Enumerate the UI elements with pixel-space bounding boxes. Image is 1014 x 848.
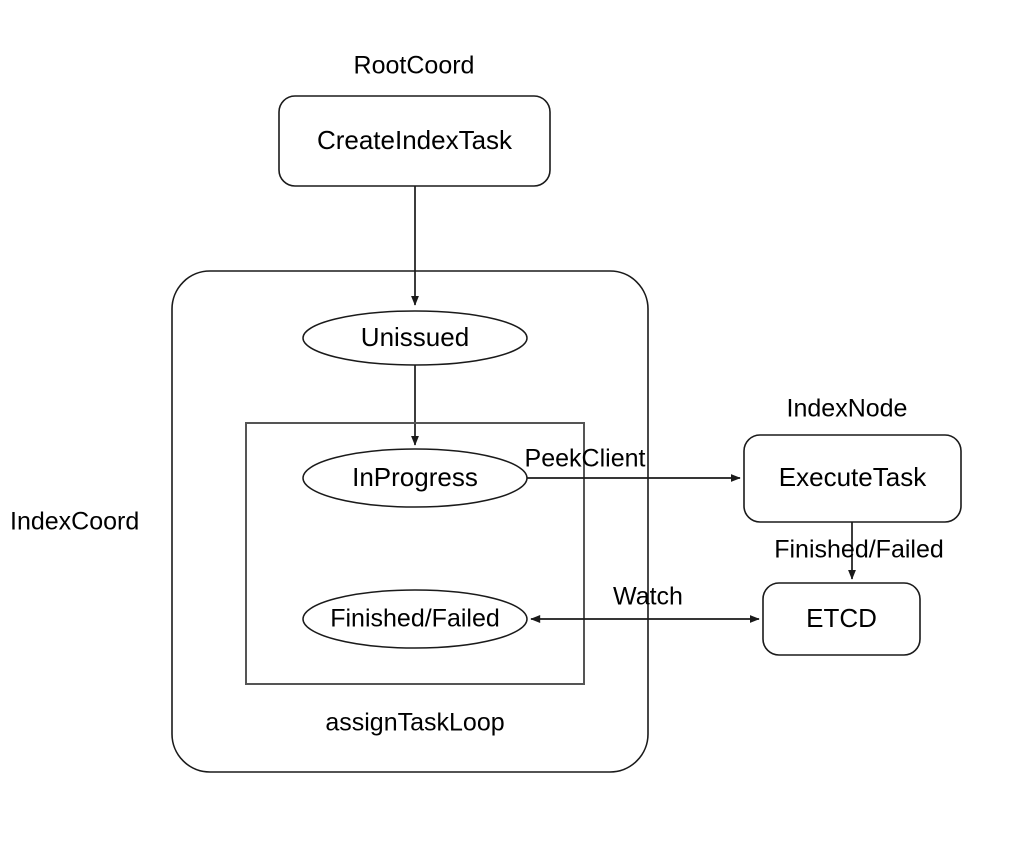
finished-failed-state-ellipse[interactable] [302, 589, 528, 649]
etcd-box[interactable] [762, 582, 921, 656]
etcd-label: ETCD [806, 603, 877, 633]
group-label-indexnode: IndexNode [787, 395, 908, 423]
assign-task-loop-rect [245, 422, 585, 685]
node-create-index-task[interactable]: CreateIndexTask [278, 95, 551, 187]
node-unissued[interactable]: Unissued [302, 310, 528, 366]
create-index-task-label: CreateIndexTask [317, 125, 513, 155]
edge-label-peekclient: PeekClient [525, 445, 646, 473]
group-label-assigntaskloop: assignTaskLoop [325, 709, 504, 737]
group-label-indexcoord: IndexCoord [10, 508, 139, 536]
execute-task-label: ExecuteTask [779, 462, 927, 492]
edge-inprogress-to-executetask: PeekClient [525, 445, 741, 482]
indexcoord-container [171, 270, 649, 773]
edge-executetask-to-etcd: Finished/Failed [774, 522, 944, 580]
node-etcd[interactable]: ETCD [762, 582, 921, 656]
unissued-label: Unissued [361, 322, 469, 352]
edge-label-finished-failed: Finished/Failed [774, 536, 944, 564]
edge-label-watch: Watch [613, 583, 683, 611]
edge-etcd-watch-finishedfailed: Watch [530, 583, 760, 623]
node-in-progress[interactable]: InProgress [302, 448, 528, 508]
group-label-rootcoord: RootCoord [354, 52, 475, 80]
in-progress-label: InProgress [352, 462, 478, 492]
finished-failed-state-label: Finished/Failed [330, 605, 500, 633]
node-execute-task[interactable]: ExecuteTask [743, 434, 962, 523]
node-finished-failed-state[interactable]: Finished/Failed [302, 589, 528, 649]
